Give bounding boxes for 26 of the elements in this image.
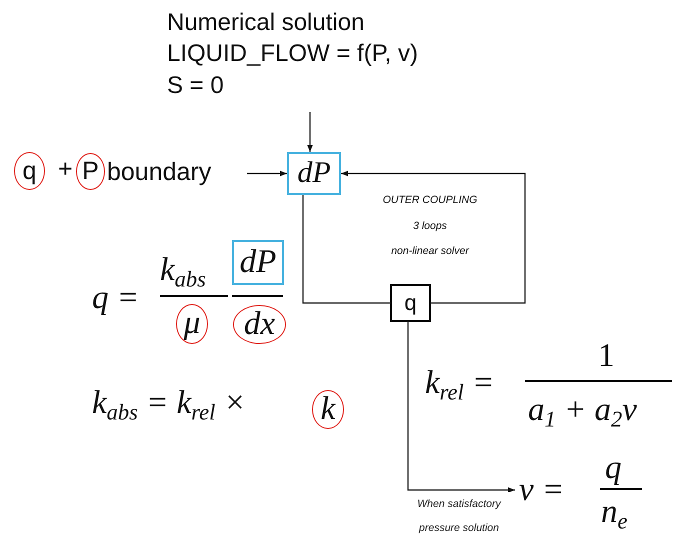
- arrow: [247, 170, 287, 176]
- heading-line: Numerical solution: [167, 8, 364, 36]
- equation-text: q =: [92, 280, 140, 316]
- annotation-text: +: [58, 156, 73, 184]
- equation-text: k$_{abs}$: [160, 252, 206, 292]
- process-box: q: [390, 284, 431, 322]
- heading-line: LIQUID_FLOW = f(P, v): [167, 40, 418, 68]
- circled-symbol: dx: [233, 305, 286, 344]
- annotation-text: non-linear solver: [391, 246, 469, 258]
- arrow: [407, 322, 515, 493]
- equation-text: k$_{rel}$ =: [425, 365, 494, 406]
- annotation-text: OUTER COUPLING: [382, 195, 478, 207]
- highlighted-term-box: dP: [232, 240, 284, 285]
- annotation-text: 3 loops: [413, 221, 447, 233]
- circled-symbol: q: [14, 152, 45, 190]
- highlighted-term-box: dP: [287, 152, 341, 195]
- equation-text: 1: [598, 338, 614, 374]
- fraction-equation: v = q n$_{e}$: [517, 450, 647, 534]
- circled-symbol: μ: [176, 304, 208, 344]
- circled-symbol: P: [76, 153, 105, 190]
- circled-symbol: k: [312, 390, 344, 429]
- equation-text: a$_{1}$ + a$_{2}$v: [528, 392, 637, 432]
- arrow: [341, 170, 526, 304]
- heading-line: S = 0: [167, 72, 224, 100]
- equation-text: k$_{abs}$ = k$_{rel}$ ×: [92, 385, 246, 426]
- arrow: [307, 112, 313, 152]
